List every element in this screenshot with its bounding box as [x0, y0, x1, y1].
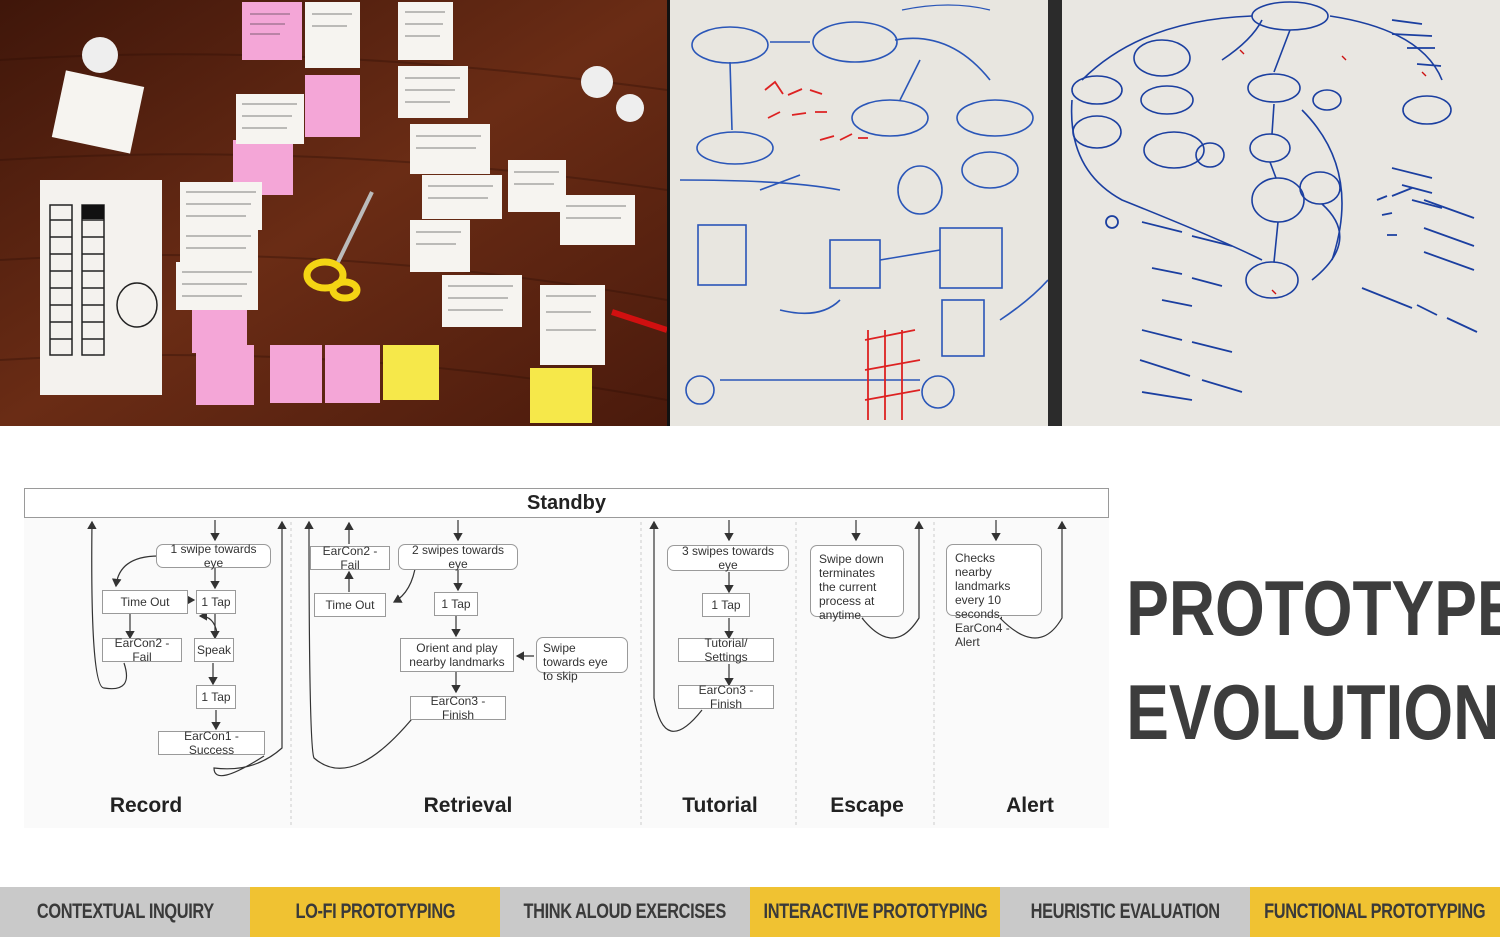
nav-label: INTERACTIVE PROTOTYPING [763, 900, 987, 923]
flow-diagram: Standby [24, 488, 1109, 828]
tutorial-finish-node: EarCon3 - Finish [678, 683, 774, 711]
record-fail-node: EarCon2 - Fail [102, 636, 182, 664]
column-dividers [290, 522, 935, 826]
record-column-label: Record [109, 794, 183, 817]
record-timeout-node: Time Out [102, 590, 188, 614]
nav-label: THINK ALOUD EXERCISES [523, 900, 727, 923]
record-tap-node: 1 Tap [196, 590, 236, 614]
whiteboard-gesture-photo [1062, 0, 1500, 426]
whiteboard-flow-photo [670, 0, 1048, 426]
nav-label: LO-FI PROTOTYPING [295, 900, 455, 923]
paper-prototype-photo [0, 0, 667, 426]
nav-functional-prototyping[interactable]: FUNCTIONAL PROTOTYPING [1250, 887, 1500, 937]
retrieval-tap-node: 1 Tap [434, 592, 478, 616]
retrieval-column-label: Retrieval [423, 794, 513, 817]
escape-node: Swipe down terminates the current proces… [810, 545, 904, 622]
record-speak-node: Speak [194, 638, 234, 662]
flow-connectors [87, 520, 1067, 826]
tutorial-column-label: Tutorial [682, 794, 758, 817]
nav-label: FUNCTIONAL PROTOTYPING [1264, 900, 1486, 923]
title-line-2: EVOLUTION [1126, 668, 1500, 756]
retrieval-fail-node: EarCon2 - Fail [310, 544, 390, 572]
nav-label: CONTEXTUAL INQUIRY [36, 900, 214, 923]
title-line-1: PROTOTYPE [1126, 564, 1500, 652]
photo-strip [0, 0, 1500, 426]
alert-node: Checks nearby landmarks every 10 seconds… [946, 544, 1042, 649]
nav-heuristic-evaluation[interactable]: HEURISTIC EVALUATION [1000, 887, 1250, 937]
nav-label: HEURISTIC EVALUATION [1030, 900, 1220, 923]
photo-divider [1048, 0, 1062, 426]
nav-contextual-inquiry[interactable]: CONTEXTUAL INQUIRY [0, 887, 250, 937]
retrieval-finish-node: EarCon3 - Finish [410, 694, 506, 722]
alert-column-label: Alert [1006, 794, 1054, 817]
page-title: PROTOTYPE EVOLUTION [1126, 556, 1500, 764]
tutorial-tap-node: 1 Tap [702, 593, 750, 617]
retrieval-skip-node: Swipe towards eye to skip [536, 637, 628, 683]
standby-state: Standby [24, 488, 1109, 518]
photo-divider [667, 0, 670, 426]
retrieval-timeout-node: Time Out [314, 593, 386, 617]
nav-think-aloud[interactable]: THINK ALOUD EXERCISES [500, 887, 750, 937]
record-tap-2-node: 1 Tap [196, 685, 236, 709]
record-swipe-node: 1 swipe towards eye [156, 542, 271, 570]
tutorial-settings-node: Tutorial/ Settings [678, 636, 774, 664]
retrieval-orient-node: Orient and play nearby landmarks [400, 638, 514, 672]
escape-column-label: Escape [830, 794, 904, 817]
nav-interactive-prototyping[interactable]: INTERACTIVE PROTOTYPING [750, 887, 1000, 937]
record-success-node: EarCon1 - Success [158, 729, 265, 757]
tutorial-swipe-node: 3 swipes towards eye [667, 544, 789, 572]
nav-lofi-prototyping[interactable]: LO-FI PROTOTYPING [250, 887, 500, 937]
retrieval-swipe-node: 2 swipes towards eye [398, 543, 518, 571]
process-nav: CONTEXTUAL INQUIRY LO-FI PROTOTYPING THI… [0, 887, 1500, 937]
